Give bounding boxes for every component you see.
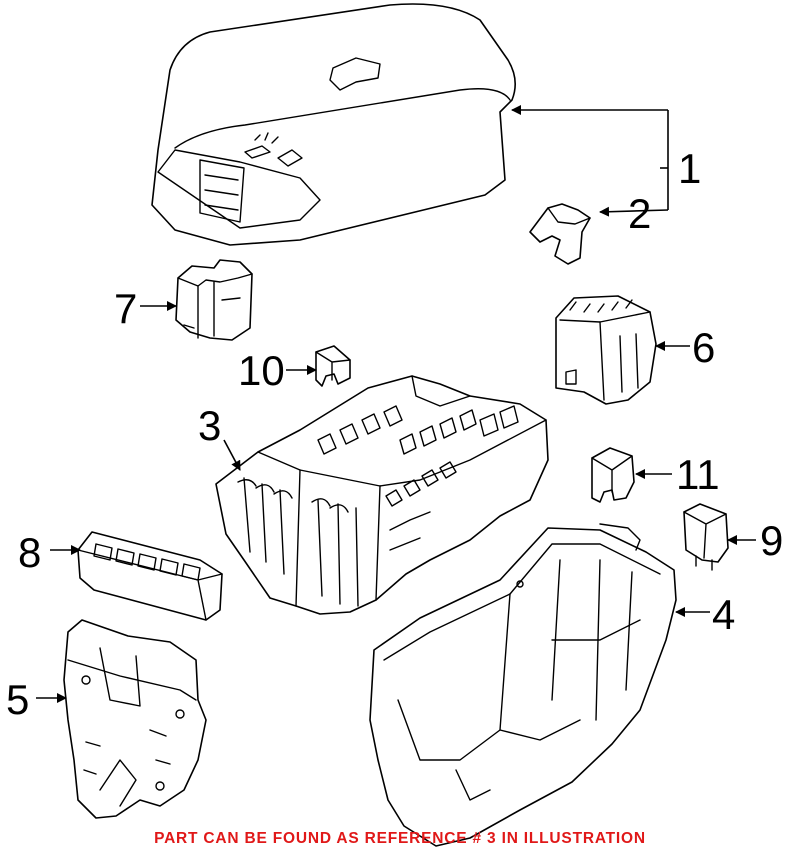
part-10-fuse [315, 345, 351, 387]
part-6-relay-block [555, 295, 657, 405]
callout-2: 2 [628, 190, 652, 237]
part-7-relay-holder [175, 259, 253, 341]
callout-4: 4 [712, 591, 736, 638]
callout-1: 1 [678, 145, 702, 192]
callout-8: 8 [18, 529, 42, 576]
part-5-bracket [63, 619, 207, 819]
callout-3: 3 [198, 402, 222, 449]
reference-notice: PART CAN BE FOUND AS REFERENCE # 3 IN IL… [154, 830, 646, 847]
part-9-relay [683, 503, 729, 571]
part-4-lower-housing [369, 523, 677, 847]
callout-11: 11 [676, 451, 720, 498]
part-2-clip [529, 203, 591, 265]
callout-6: 6 [692, 324, 716, 371]
arrow-3 [223, 439, 241, 471]
callout-9: 9 [760, 517, 784, 564]
arrow-2 [599, 206, 669, 217]
part-3-fuse-box [215, 375, 549, 615]
part-1-cover [151, 3, 516, 246]
callout-10: 10 [238, 347, 285, 394]
callout-5: 5 [6, 676, 30, 723]
callout-7: 7 [114, 285, 138, 332]
part-11-fuse [591, 447, 635, 503]
part-8-fuse-strip [77, 531, 223, 621]
leader-lines [36, 105, 756, 703]
